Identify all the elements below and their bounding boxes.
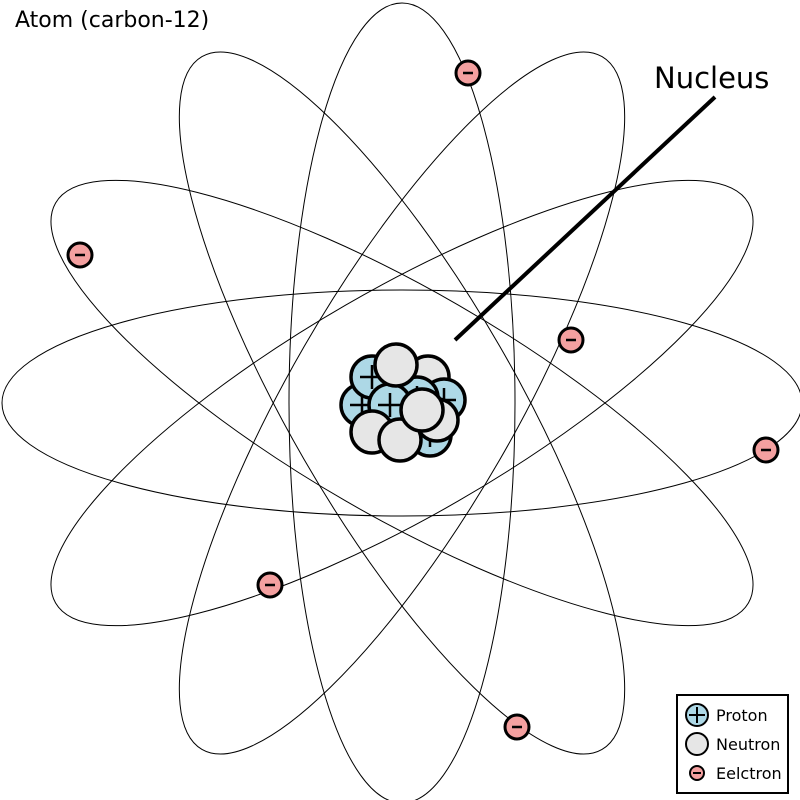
nucleus: [339, 342, 467, 463]
neutron: [373, 342, 419, 388]
proton-icon: [685, 703, 709, 727]
legend: Proton Neutron Eelctron: [676, 694, 789, 794]
legend-electron-label: Eelctron: [716, 764, 782, 783]
nucleus-pointer-line: [453, 95, 717, 342]
orbit: [178, 51, 626, 755]
electron: [66, 241, 94, 269]
orbit: [288, 2, 516, 800]
electron-icon: [689, 765, 705, 781]
electron: [557, 326, 585, 354]
electrons: [66, 59, 780, 741]
orbit: [1, 289, 800, 517]
diagram-title: Atom (carbon-12): [15, 8, 209, 33]
electron: [454, 59, 482, 87]
legend-neutron-label: Neutron: [716, 735, 780, 754]
orbit: [50, 179, 754, 627]
nucleus-label: Nucleus: [654, 61, 769, 95]
neutron-icon: [685, 732, 709, 756]
orbit: [50, 179, 754, 627]
electron: [752, 436, 780, 464]
orbit: [178, 51, 626, 755]
neutron: [399, 387, 445, 433]
electron: [256, 571, 284, 599]
electron: [503, 713, 531, 741]
legend-proton-label: Proton: [716, 706, 768, 725]
